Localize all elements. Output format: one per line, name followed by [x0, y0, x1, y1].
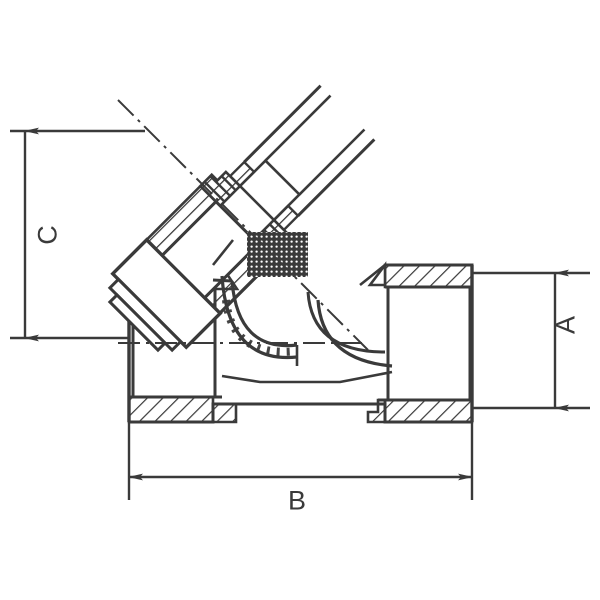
right-threaded-port [366, 261, 474, 424]
dimension-label-c: C [32, 225, 63, 245]
dimension-c [10, 127, 145, 342]
diagonal-centerline [117, 99, 369, 351]
dimension-b [127, 422, 474, 500]
centerlines [117, 99, 369, 351]
screen-basket-profile [212, 275, 393, 384]
dimension-label-a: A [550, 315, 581, 335]
dimension-a [472, 269, 590, 412]
chamber-lines [211, 239, 386, 406]
dimension-label-b: B [287, 485, 307, 516]
valve-body [107, 84, 474, 424]
